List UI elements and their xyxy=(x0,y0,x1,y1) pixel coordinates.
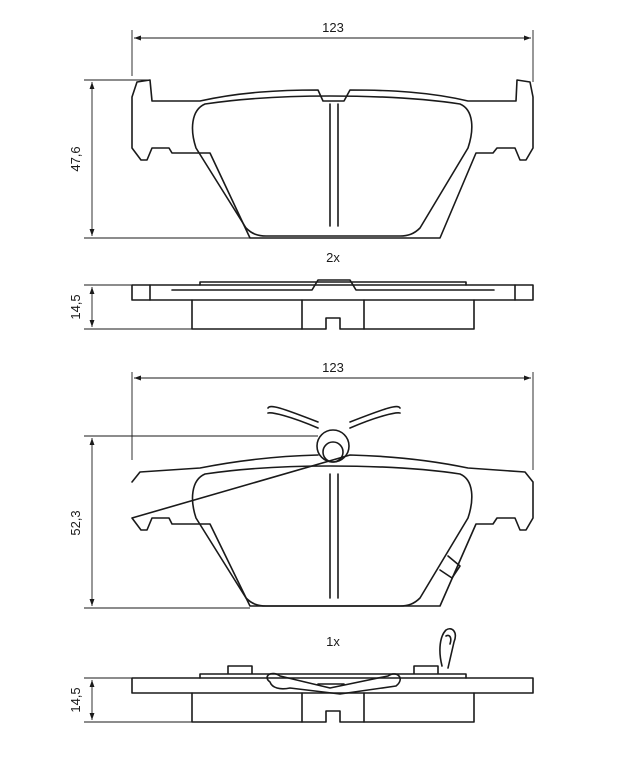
backing-plate-outline xyxy=(131,79,534,239)
pad-1-front-view: 123 47,6 xyxy=(68,20,534,239)
pad-1-side-view: 2x 14,5 xyxy=(68,250,534,330)
height-dimension-label: 47,6 xyxy=(68,146,83,171)
backing-plate-outline xyxy=(131,454,534,607)
pad-2-front-view: 123 52,3 xyxy=(68,360,534,609)
thickness-dimension-label: 14,5 xyxy=(68,294,83,319)
friction-pad-outline xyxy=(191,465,473,607)
spring-coil-inner xyxy=(322,441,344,463)
quantity-label: 2x xyxy=(326,250,340,265)
spring-clip-hook xyxy=(439,627,457,669)
height-dimension-label: 52,3 xyxy=(68,510,83,535)
backing-plate-side xyxy=(131,677,534,694)
shim-layer xyxy=(199,665,467,679)
friction-slot xyxy=(329,473,339,599)
spring-clip xyxy=(266,672,401,695)
thickness-dimension-label: 14,5 xyxy=(68,687,83,712)
friction-material-side xyxy=(191,692,475,723)
quantity-label: 1x xyxy=(326,634,340,649)
wear-indicator-tab xyxy=(439,555,461,579)
wear-spring xyxy=(267,405,401,429)
chamfer-lines xyxy=(301,299,365,330)
width-dimension-label: 123 xyxy=(322,20,344,35)
pad-2-side-view: 1x 14,5 xyxy=(68,627,534,723)
shim-layer xyxy=(149,279,516,301)
chamfer-lines xyxy=(301,692,365,723)
friction-pad-outline xyxy=(191,95,473,237)
backing-plate-side xyxy=(131,284,534,301)
width-dimension-label: 123 xyxy=(322,360,344,375)
friction-slot xyxy=(329,103,339,227)
friction-material-side xyxy=(191,299,475,330)
